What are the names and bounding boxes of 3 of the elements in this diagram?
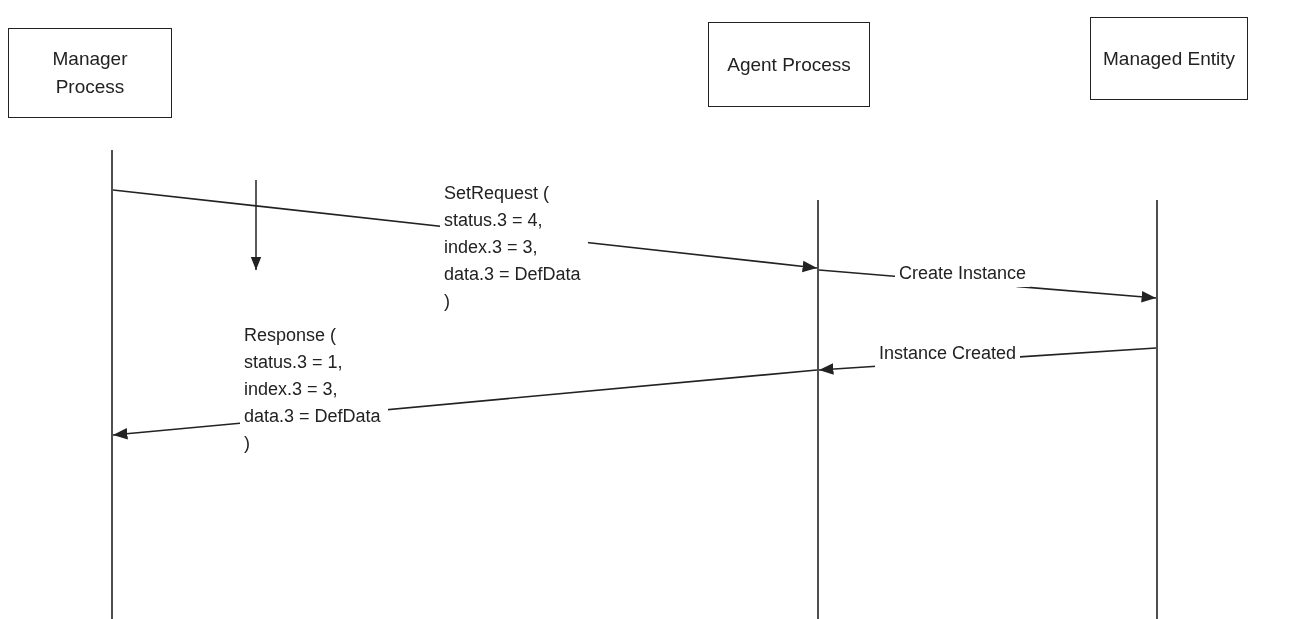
participant-name: Managed Entity <box>1103 46 1235 71</box>
participant-name: Agent Process <box>727 52 851 77</box>
participant-name: Manager Process <box>51 47 129 99</box>
